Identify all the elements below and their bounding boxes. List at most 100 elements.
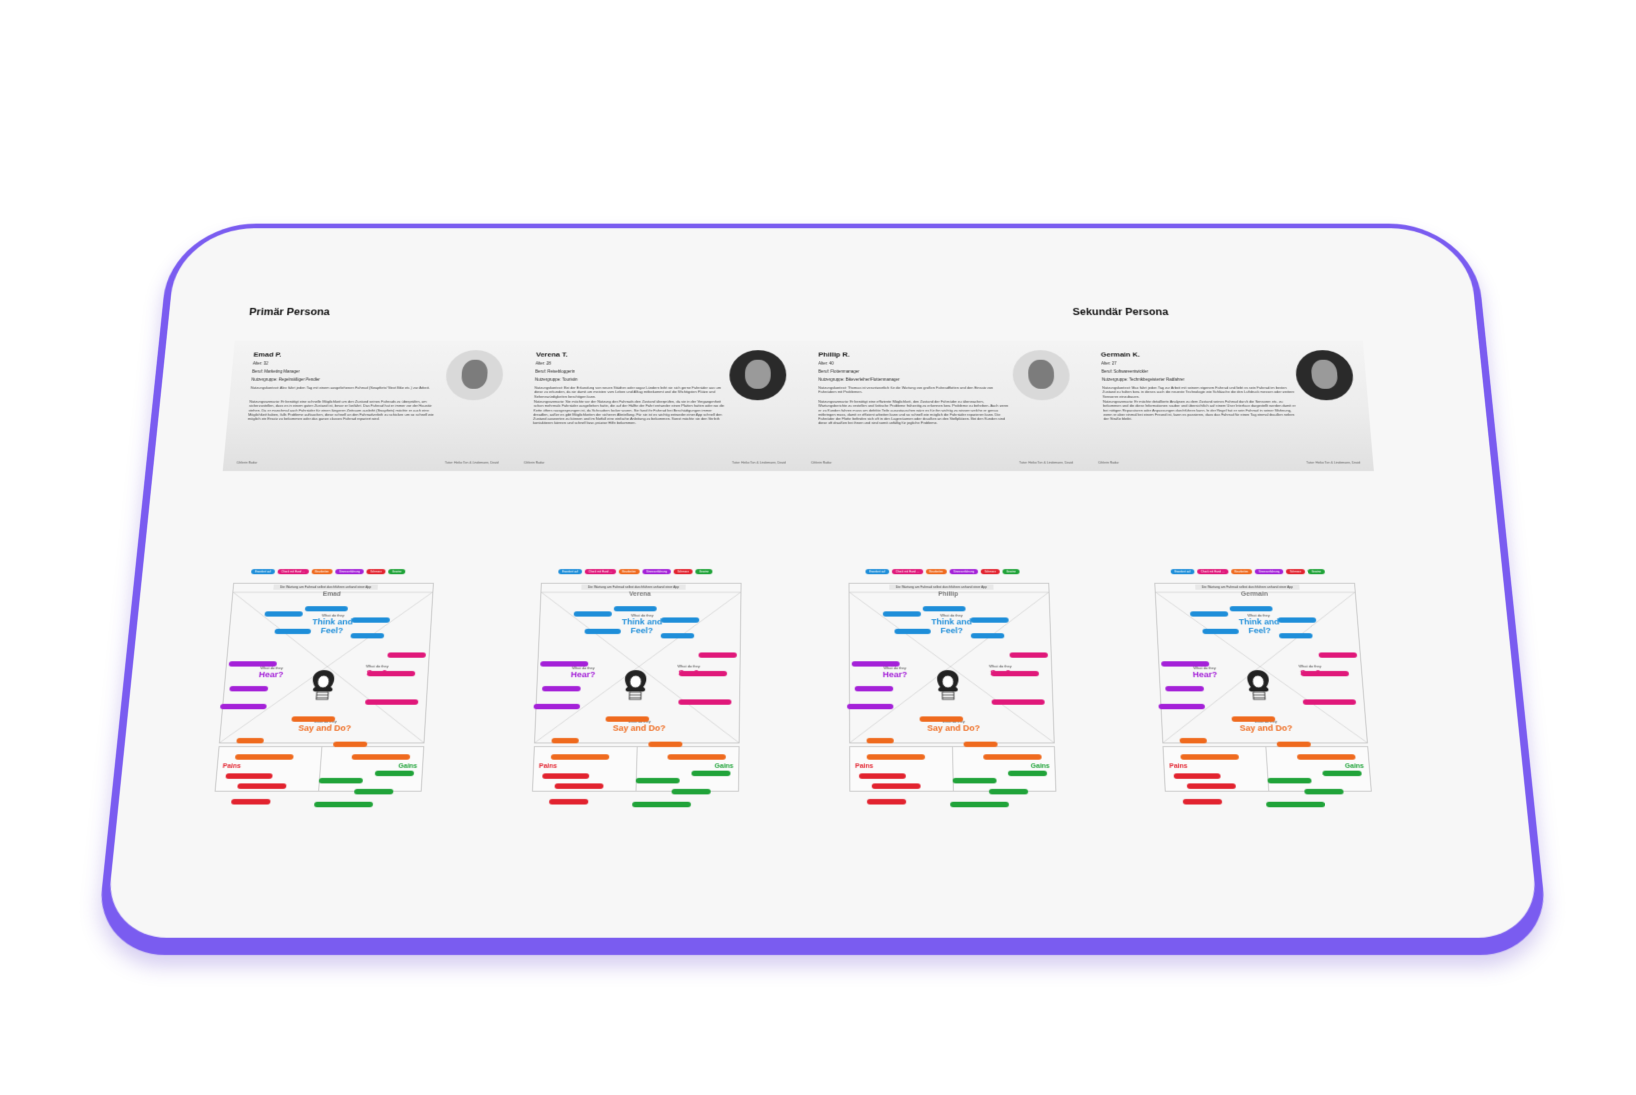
sticky-note: [573, 611, 612, 617]
secondary-persona-title: Sekundär Persona: [1072, 306, 1169, 318]
sticky-note: [264, 611, 303, 617]
sticky-note: [1278, 633, 1313, 639]
sticky-note: [350, 633, 385, 639]
persona-footer-left: Cihlerin Radar: [1098, 461, 1119, 465]
legend-pill: Erweitert auf: [558, 569, 582, 575]
persona-card: Emad P. Alter: 32 Beruf: Marketing Manag…: [222, 340, 518, 472]
legend-pill: Check mit Hand ...: [584, 569, 616, 575]
sticky-note: [236, 737, 264, 744]
legend-pill: Gewinn: [1307, 569, 1326, 575]
legend-pill: Erweitert auf: [251, 569, 275, 575]
persona-age: Alter: 32: [252, 361, 269, 366]
sticky-note: [1276, 741, 1311, 748]
sticky-note: [648, 741, 683, 748]
sticky-note: [1318, 652, 1358, 658]
persona-context: Nutzungskontext: Thomas ist verantwortli…: [818, 385, 994, 394]
sticky-note: [274, 628, 312, 635]
persona-age: Alter: 40: [818, 361, 834, 366]
think-quadrant: What do they Think and Feel?: [613, 613, 671, 635]
sticky-note: [234, 754, 294, 760]
persona-job: Beruf: Softwareentwickler: [1101, 369, 1149, 374]
divider: [952, 747, 954, 791]
legend-pill: Bearbeiten: [925, 569, 947, 575]
divider: [635, 747, 638, 791]
sticky-note: [1296, 754, 1356, 760]
sticky-note: [871, 783, 921, 789]
legend-pill: Check mit Hand ...: [891, 569, 923, 575]
persona-avatar: [444, 350, 505, 401]
persona-footer-left: Cihlerin Radar: [523, 461, 545, 465]
map-topic: Die Wartung am Fahrrad selbst durchführe…: [581, 584, 686, 590]
legend-pill: Check mit Hand ...: [1196, 569, 1229, 575]
persona-group: Nutzergruppe: Regelmäßiger Pendler: [251, 377, 321, 382]
sticky-note: [1158, 703, 1206, 710]
sticky-note: [540, 661, 589, 667]
legend-pill: Bearbeiten: [1230, 569, 1253, 575]
persona-name: Verena T.: [535, 350, 568, 359]
think-quadrant: What do they Think and Feel?: [303, 613, 362, 635]
sticky-note: [584, 628, 621, 635]
sticky-note: [698, 652, 737, 658]
sticky-note: [866, 754, 926, 760]
sticky-note: [1267, 777, 1312, 784]
sticky-note: [605, 716, 650, 722]
sticky-note: [635, 777, 680, 784]
sticky-note: [950, 801, 1009, 808]
persona-avatar: [1012, 350, 1071, 401]
sticky-note: [952, 777, 997, 784]
persona-name: Phillip R.: [818, 350, 850, 359]
persona-scenario: Nutzungsszenario: Er möchte detaillierte…: [1102, 399, 1296, 421]
sticky-note: [691, 770, 731, 777]
sticky-note: [660, 633, 695, 639]
sticky-note: [678, 699, 732, 705]
sticky-note: [333, 741, 368, 748]
persona-footer-left: Cihlerin Radar: [236, 461, 258, 465]
legend-pill: Sinneserfahrung: [949, 569, 979, 575]
sticky-note: [1182, 798, 1223, 805]
legend-pill: Schmerz: [673, 569, 693, 575]
hear-label: Hear?: [882, 670, 908, 679]
sticky-note: [632, 801, 691, 808]
pains-label: Pains: [222, 763, 242, 770]
sticky-note: [1322, 770, 1362, 777]
gains-label: Gains: [398, 763, 418, 770]
sticky-note: [366, 670, 416, 677]
sticky-note: [542, 686, 581, 692]
pains-label: Pains: [538, 763, 558, 770]
sticky-note: [542, 773, 590, 779]
sticky-note: [1161, 661, 1210, 667]
sticky-note: [220, 703, 267, 710]
map-persona-name: Verena: [628, 591, 651, 598]
face-shape: [460, 359, 489, 389]
sticky-note: [894, 628, 931, 635]
sticky-note: [919, 716, 964, 722]
say-label: Say and Do?: [927, 723, 981, 733]
sticky-note: [1189, 611, 1229, 617]
legend-pill: Erweitert auf: [1170, 569, 1195, 575]
persona-sketch-icon: [1246, 670, 1270, 700]
legend-pill: Gewinn: [1002, 569, 1020, 575]
gains-label: Gains: [1030, 763, 1050, 770]
legend-pill: Erweitert auf: [865, 569, 890, 575]
legend-pill: Schmerz: [1285, 569, 1306, 575]
hear-quadrant: What do they Hear?: [1181, 666, 1230, 679]
sticky-note: [1304, 788, 1344, 795]
sticky-note: [228, 661, 277, 667]
sticky-note: [549, 798, 589, 805]
persona-card: Verena T. Alter: 28 Beruf: Reisebloggeri…: [510, 340, 800, 472]
pains-label: Pains: [855, 763, 874, 770]
sticky-note: [551, 737, 579, 744]
persona-card: Phillip R. Alter: 40 Beruf: Flottenmanag…: [797, 340, 1087, 472]
sticky-note: [988, 788, 1029, 795]
persona-footer-right: Tutor: Heiko Ton & Lindemann, David: [731, 461, 786, 465]
pains-label: Pains: [1169, 763, 1188, 770]
persona-avatar: [1294, 350, 1355, 401]
sticky-note: [678, 670, 728, 677]
persona-name: Germain K.: [1100, 350, 1140, 359]
